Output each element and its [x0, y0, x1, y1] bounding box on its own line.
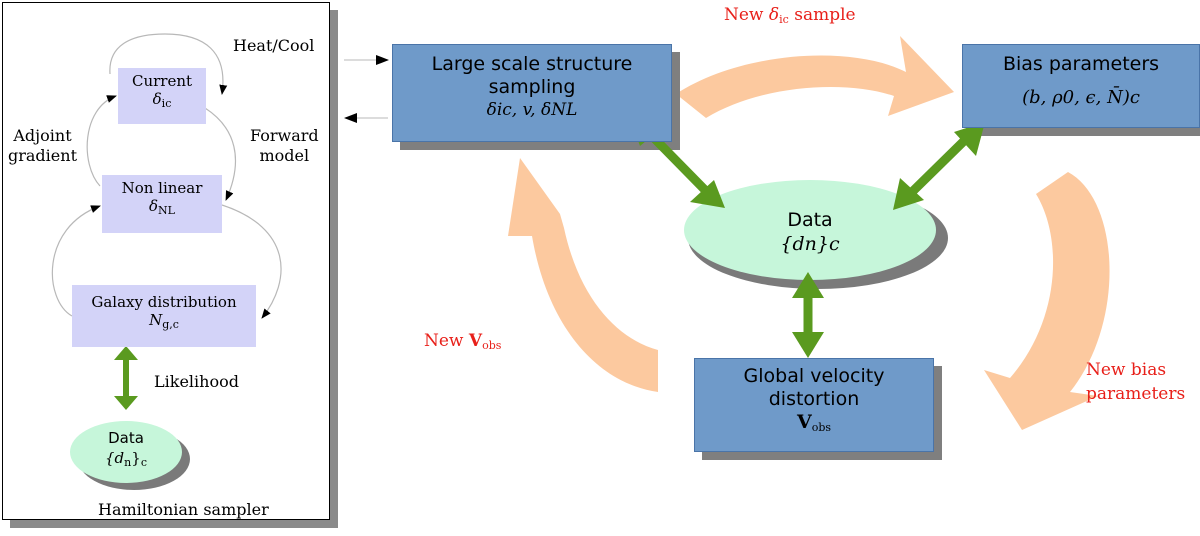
forward-model-label: Forward model [250, 126, 319, 165]
likelihood-double-arrow [114, 346, 138, 410]
heat-cool-loop [109, 33, 228, 95]
bias-parameters-box: Bias parameters (b, ρ0, ϵ, N̄)c [962, 44, 1200, 128]
data-velocity-double-arrow [792, 272, 824, 358]
likelihood-label: Likelihood [154, 372, 239, 391]
global-velocity-box: Global velocity distortion Vobs [694, 358, 934, 452]
small-data-label: Data [108, 429, 144, 447]
adjoint-curve-2 [86, 95, 117, 187]
bias-data-double-arrow [893, 122, 985, 210]
lss-line2: sampling [488, 76, 576, 98]
heat-cool-label: Heat/Cool [233, 36, 315, 55]
main-data-label-block: Data {dn}c [730, 208, 890, 256]
bias-formula: (b, ρ0, ϵ, N̄)c [1022, 87, 1140, 108]
adjoint-gradient-label: Adjoint gradient [8, 126, 77, 165]
non-linear-subscript: NL [158, 204, 175, 217]
small-data-label-block: Data {dn}c [80, 428, 172, 473]
adjoint-curve-1 [51, 205, 101, 317]
galaxy-subscript: g,c [162, 318, 179, 331]
new-delta-big-arrow [676, 36, 954, 118]
main-data-ellipse [684, 180, 936, 280]
galaxy-label: Galaxy distribution [91, 293, 237, 311]
velocity-formula: Vobs [796, 411, 832, 434]
forward-model-curve-2 [221, 204, 282, 319]
hamiltonian-sampler-title: Hamiltonian sampler [98, 500, 269, 519]
lss-formula: δic, v, δNL [486, 100, 578, 120]
new-vobs-big-arrow [508, 158, 658, 392]
current-label: Current [131, 72, 193, 90]
current-state-box: Current δic [118, 68, 206, 124]
current-symbol: δ [152, 90, 162, 108]
non-linear-symbol: δ [149, 197, 159, 215]
non-linear-state-box: Non linear δNL [102, 175, 222, 233]
main-data-expression: {dn}c [780, 233, 840, 255]
non-linear-label: Non linear [121, 179, 203, 197]
lss-line1: Large scale structure [431, 53, 633, 75]
small-data-ellipse [70, 421, 182, 483]
from-lss-arrowhead [344, 113, 357, 123]
forward-model-curve-1 [204, 107, 237, 201]
to-lss-arrowhead [376, 55, 389, 65]
new-vobs-label: New Vobs [424, 331, 502, 352]
galaxy-distribution-box: Galaxy distribution Ng,c [72, 285, 256, 347]
bias-title: Bias parameters [1002, 53, 1160, 75]
velocity-line1: Global velocity [743, 365, 885, 387]
galaxy-symbol: N [149, 311, 163, 329]
lss-sampling-box: Large scale structure sampling δic, v, δ… [392, 44, 672, 142]
current-subscript: ic [161, 97, 172, 110]
new-bias-big-arrow [984, 172, 1110, 430]
small-data-expression: {dn}c [105, 449, 147, 469]
main-data-label: Data [787, 209, 833, 231]
velocity-line2: distortion [768, 388, 860, 410]
new-bias-parameters-label: New bias parameters [1086, 360, 1186, 404]
new-delta-sample-label: New δic sample [724, 5, 856, 26]
